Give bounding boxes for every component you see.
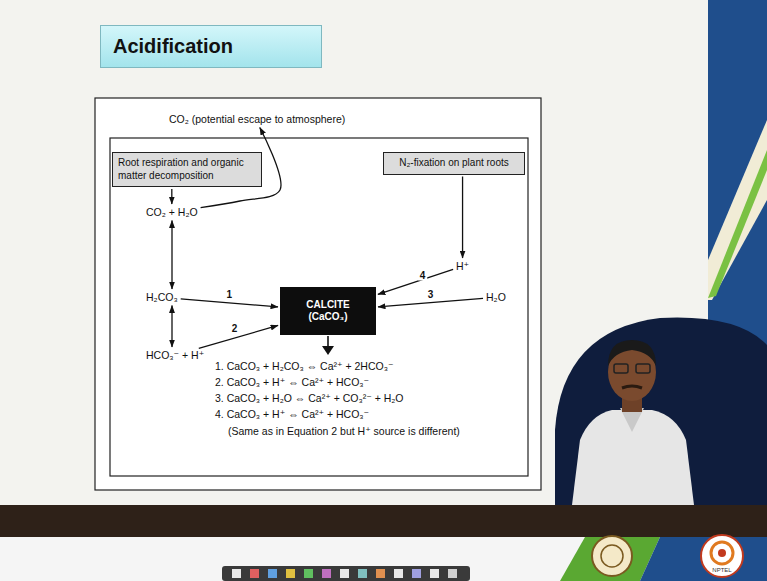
presenter-glasses — [614, 364, 628, 373]
species-label: HCO₃⁻ + H⁺ — [145, 349, 205, 362]
presenter-hair — [608, 340, 656, 366]
node-text: Root respiration and organic matter deco… — [118, 157, 256, 182]
institute-logo — [592, 536, 632, 576]
reaction-arrow — [171, 306, 172, 347]
reaction-arrow — [378, 298, 483, 307]
source-box: Root respiration and organic matter deco… — [112, 152, 262, 187]
nptel-logo — [718, 549, 726, 557]
title-box: Acidification — [100, 25, 322, 68]
node-text: CALCITE (CaCO₃) — [297, 299, 359, 324]
toolbar-icon — [340, 569, 349, 578]
mineral-box: CALCITE (CaCO₃) — [280, 287, 376, 335]
toolbar-icon — [232, 569, 241, 578]
node-text: H₂CO₃ — [146, 291, 178, 304]
equation-note: (Same as in Equation 2 but H⁺ source is … — [228, 425, 460, 438]
source-box: N₂-fixation on plant roots — [383, 152, 525, 175]
toolbar-icon — [448, 569, 457, 578]
toolbar-icon — [394, 569, 403, 578]
node-text: HCO₃⁻ + H⁺ — [146, 349, 204, 362]
toolbar-icon — [304, 569, 313, 578]
species-label: H₂CO₃ — [145, 291, 179, 304]
nptel-logo — [711, 542, 733, 564]
node-text: H⁺ — [456, 260, 469, 273]
callout-number: 4 — [418, 269, 428, 280]
equation: 1. CaCO₃ + H₂CO₃ ⇔ Ca²⁺ + 2HCO₃⁻ — [215, 360, 394, 373]
logo-text: NPTEL — [712, 567, 731, 574]
toolbar-icon — [412, 569, 421, 578]
reaction-arrow — [181, 299, 278, 307]
presenter-moustache — [622, 386, 642, 388]
bottom-bar — [0, 505, 767, 537]
side-wedge — [708, 120, 767, 300]
reaction-arrow — [327, 336, 329, 346]
reaction-arrow — [171, 189, 172, 204]
escape-label: CO₂ (potential escape to atmosphere) — [168, 113, 346, 126]
node-text: CO₂ (potential escape to atmosphere) — [169, 113, 345, 126]
node-text: H₂O — [486, 291, 506, 304]
slide-title: Acidification — [113, 35, 233, 58]
equation: 3. CaCO₃ + H₂O ⇔ Ca²⁺ + CO₃²⁻ + H₂O — [215, 392, 404, 405]
species-label: CO₂ + H₂O — [145, 206, 199, 219]
callout-number: 1 — [225, 288, 235, 299]
toolbar-icon — [286, 569, 295, 578]
species-label: H⁺ — [455, 260, 470, 273]
reaction-arrow — [378, 269, 453, 294]
species-label: H₂O — [485, 291, 507, 304]
callout-number: 2 — [230, 322, 240, 333]
nptel-logo — [701, 535, 743, 577]
callout-number: 3 — [426, 288, 436, 299]
toolbar-icon — [268, 569, 277, 578]
footer-ground — [0, 537, 767, 581]
equation: 4. CaCO₃ + H⁺ ⇔ Ca²⁺ + HCO₃⁻ — [215, 408, 369, 421]
toolbar-icon — [376, 569, 385, 578]
side-stripe — [708, 150, 767, 298]
toolbar — [222, 566, 470, 581]
reaction-arrow — [171, 221, 172, 289]
institute-logo — [601, 545, 623, 567]
equation: 2. CaCO₃ + H⁺ ⇔ Ca²⁺ + HCO₃⁻ — [215, 376, 369, 389]
toolbar-icon — [250, 569, 259, 578]
toolbar-icon — [322, 569, 331, 578]
presenter-glasses — [636, 364, 650, 373]
toolbar-icon — [430, 569, 439, 578]
reaction-arrowhead — [322, 346, 334, 355]
reaction-arrow — [462, 177, 463, 259]
node-text: CO₂ + H₂O — [146, 206, 198, 219]
presenter-backdrop — [555, 318, 767, 505]
node-text: N₂-fixation on plant roots — [389, 157, 519, 170]
inner-frame — [110, 138, 528, 476]
outer-frame — [95, 98, 541, 490]
toolbar-icon — [358, 569, 367, 578]
